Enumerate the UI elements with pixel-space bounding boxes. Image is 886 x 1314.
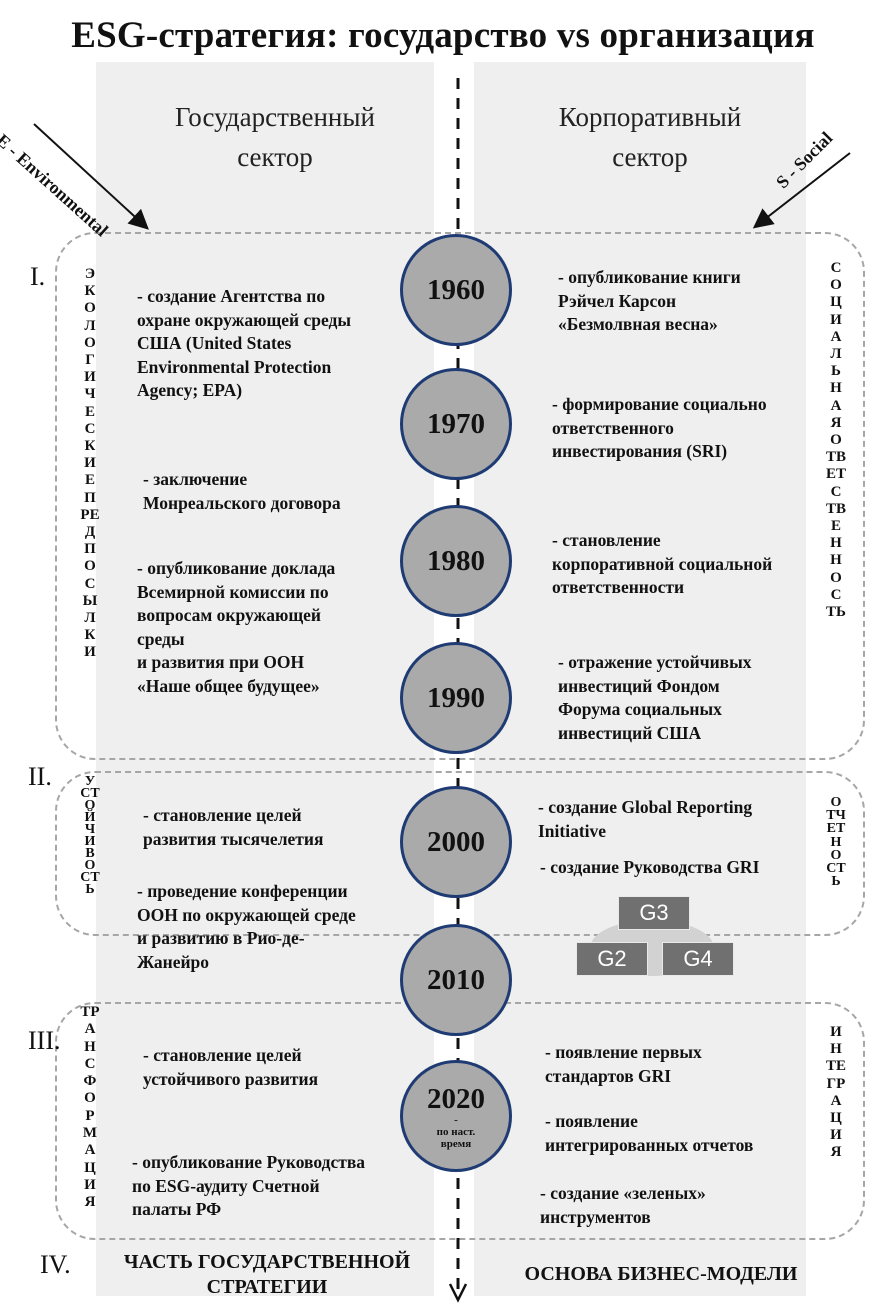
left-event-esg-audit: - опубликование Руководства по ESG-аудит…	[132, 1152, 366, 1220]
stage-2-right-vertical: ОТЧЕТНОСТЬ	[826, 795, 846, 890]
gri-g3-box: G3	[618, 896, 690, 930]
right-event-gri-standards: - появление первых стандартов GRI	[545, 1042, 702, 1086]
right-event-silent-spring: - опубликование книги Рэйчел Карсон «Без…	[558, 267, 741, 335]
bottom-right-label: ОСНОВА БИЗНЕС-МОДЕЛИ	[524, 1263, 798, 1285]
left-event-rio-conference: - проведение конференции ООН по окружающ…	[137, 881, 356, 972]
right-event-green-instruments: - создание «зеленых» инструментов	[540, 1183, 706, 1227]
left-sector-heading: Государственный сектор	[175, 102, 375, 172]
left-event-our-common-future: - опубликование доклада Всемирной комисс…	[137, 558, 336, 696]
left-event-sustainable-goals: - становление целей устойчивого развития	[143, 1045, 319, 1089]
right-column-bg	[474, 62, 806, 1296]
year-circle-1980: 1980	[400, 505, 512, 617]
left-event-epa: - создание Агентства по охране окружающе…	[137, 286, 351, 401]
stage-3-left-vertical: ТРАНСФОРМАЦИЯ	[80, 1004, 100, 1211]
left-event-montreal: - заключение Монреальского договора	[143, 469, 341, 513]
bottom-left-label: ЧАСТЬ ГОСУДАРСТВЕННОЙ СТРАТЕГИИ	[123, 1251, 411, 1298]
year-circle-2000: 2000	[400, 786, 512, 898]
year-circle-1970: 1970	[400, 368, 512, 480]
gri-g2-box: G2	[576, 942, 648, 976]
stage-1-left-vertical: ЭКОЛОГИЧЕСКИЕ ПРЕДПОСЫЛКИ	[80, 266, 100, 661]
stage-2-left-vertical: УСТОЙЧИВОСТЬ	[80, 774, 100, 897]
right-event-gri-creation: - создание Global Reporting Initiative	[538, 797, 753, 841]
gri-g4-box: G4	[662, 942, 734, 976]
year-2020-note: - по наст. время	[436, 1114, 476, 1150]
right-event-integrated-reports: - появление интегрированных отчетов	[545, 1111, 754, 1155]
stage-3-numeral: III.	[28, 1026, 61, 1055]
right-sector-heading: Корпоративный сектор	[558, 102, 742, 172]
stage-1-numeral: I.	[30, 262, 46, 291]
stage-4-numeral: IV.	[40, 1250, 71, 1279]
left-column-bg	[96, 62, 434, 1296]
stage-2-numeral: II.	[28, 762, 52, 791]
year-circle-1990: 1990	[400, 642, 512, 754]
right-event-sri: - формирование социально ответственного …	[552, 394, 767, 462]
left-event-millennium-goals: - становление целей развития тысячелетия	[143, 805, 324, 849]
right-event-gri-guidelines: - создание Руководства GRI	[540, 857, 760, 877]
right-event-csr: - становление корпоративной социальной о…	[552, 530, 773, 598]
page-title: ESG-стратегия: государство vs организаци…	[71, 15, 815, 56]
year-circle-2020: 2020 - по наст. время	[400, 1060, 512, 1172]
e-arrow	[33, 123, 149, 230]
year-circle-1960: 1960	[400, 234, 512, 346]
stage-1-right-vertical: СОЦИАЛЬНАЯ ОТВЕТСТВЕННОСТЬ	[826, 260, 847, 621]
year-circle-2010: 2010	[400, 924, 512, 1036]
stage-1-box	[55, 232, 865, 760]
right-event-sustainable-investment: - отражение устойчивых инвестиций Фондом…	[558, 652, 752, 743]
stage-3-right-vertical: ИНТЕГРАЦИЯ	[826, 1024, 847, 1161]
s-arrow	[752, 152, 851, 229]
bottom-arrow-head	[448, 1283, 468, 1303]
